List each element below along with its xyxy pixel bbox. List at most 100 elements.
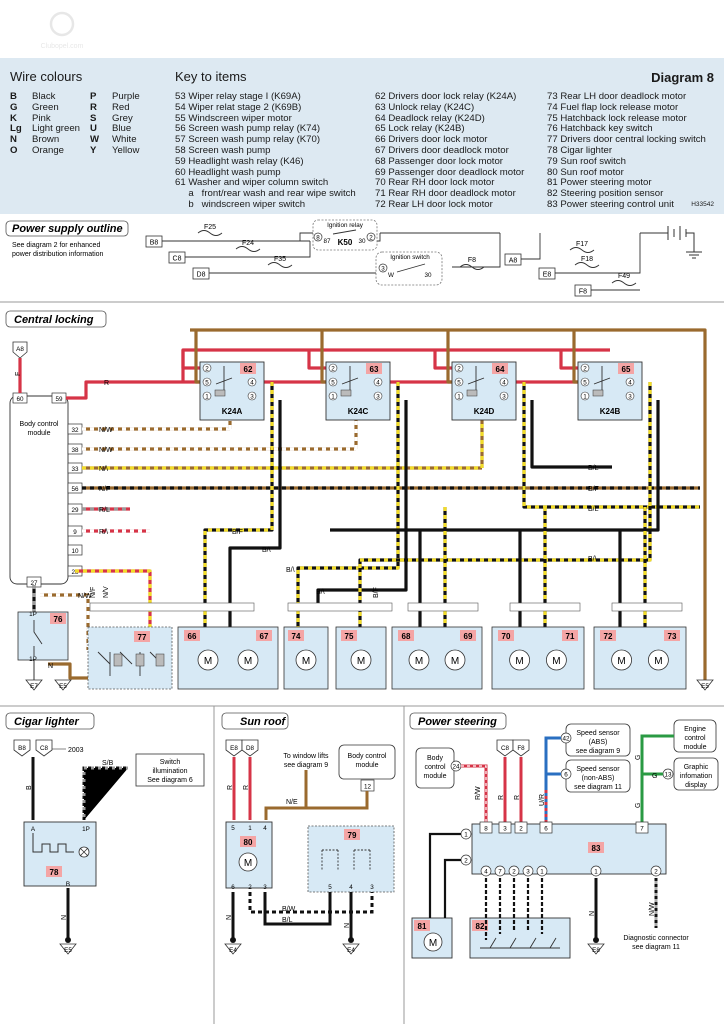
key-item: 66 Drivers door lock motor: [375, 134, 488, 146]
wire-label: F: [15, 372, 22, 376]
svg-text:6: 6: [231, 884, 235, 891]
svg-text:see diagram 9: see diagram 9: [576, 748, 620, 755]
svg-text:R: R: [243, 785, 250, 790]
svg-text:illumination: illumination: [152, 768, 187, 775]
svg-text:1P: 1P: [29, 656, 37, 663]
svg-text:F35: F35: [274, 256, 286, 263]
svg-text:W: W: [388, 272, 394, 279]
motor-symbol: M: [515, 656, 523, 667]
svg-text:Body control: Body control: [20, 421, 59, 428]
svg-text:2: 2: [512, 869, 516, 876]
svg-text:1: 1: [457, 393, 461, 400]
svg-text:F8: F8: [468, 257, 476, 264]
item-number: 69: [464, 632, 473, 641]
svg-text:2: 2: [464, 858, 468, 865]
svg-text:Body: Body: [427, 755, 443, 762]
wire-colour-code: P: [90, 91, 97, 102]
wire-brown-bus: [190, 328, 707, 680]
svg-text:9: 9: [73, 529, 77, 536]
svg-text:F17: F17: [576, 241, 588, 248]
watermark-logo: Clubopel.com: [41, 11, 84, 50]
relay-name: K24A: [222, 407, 243, 416]
battery-symbol: [660, 226, 702, 259]
svg-text:29: 29: [71, 507, 79, 514]
connector-strip-3: [407, 602, 479, 612]
wire-colour-name: Green: [32, 101, 59, 113]
svg-text:6: 6: [544, 826, 548, 833]
power-note-1: See diagram 2 for enhanced: [12, 242, 100, 249]
svg-text:2: 2: [583, 365, 587, 372]
key-item: 58 Screen wash pump: [175, 144, 271, 156]
key-item: 64 Deadlock relay (K24D): [375, 112, 485, 124]
reference-code: H33542: [691, 201, 714, 208]
relay-number: 63: [370, 365, 379, 374]
svg-text:2: 2: [457, 365, 461, 372]
svg-text:C8: C8: [173, 256, 182, 263]
wire-bcm-77: [75, 569, 152, 650]
wire-colour-code: S: [90, 112, 97, 124]
motor-box-75: 75M: [335, 626, 387, 690]
body-control-module-cl: Body control module: [9, 395, 69, 585]
svg-text:N: N: [344, 923, 351, 928]
watermark-text: Clubopel.com: [41, 43, 84, 50]
svg-text:3: 3: [376, 393, 380, 400]
svg-text:87: 87: [323, 238, 331, 245]
key-item: b windscreen wiper switch: [175, 198, 306, 210]
wire-colour-code: R: [90, 101, 97, 113]
svg-text:E5: E5: [64, 947, 72, 954]
svg-text:C8: C8: [501, 745, 510, 752]
svg-text:control: control: [424, 764, 445, 771]
ground-e8: E8: [587, 937, 605, 955]
wire-colour-name: White: [112, 134, 137, 146]
svg-text:See diagram 6: See diagram 6: [147, 777, 193, 784]
svg-text:(ABS): (ABS): [589, 739, 608, 746]
wire-colour-code: U: [90, 123, 97, 135]
wire-colour-name: Pink: [32, 112, 51, 124]
power-note-2: power distribution information: [12, 251, 104, 258]
svg-text:1: 1: [540, 869, 544, 876]
wire-colour-code: Y: [90, 144, 97, 156]
item-number: 73: [668, 632, 677, 641]
ground-e4-right: E4: [342, 937, 360, 955]
wire-label: B/\: [316, 589, 325, 596]
item-82-steering-position-sensor: 82: [469, 917, 571, 959]
svg-text:A: A: [31, 826, 36, 833]
fuse-f24: F24: [235, 240, 261, 252]
wire-colour-name: Light green: [32, 123, 81, 135]
svg-text:R/W: R/W: [475, 786, 482, 800]
key-item: 67 Drivers door deadlock motor: [375, 144, 509, 156]
svg-text:F24: F24: [242, 240, 254, 247]
svg-text:U/R: U/R: [539, 794, 546, 806]
connector-strip-5: [611, 602, 683, 612]
key-title: Key to items: [175, 69, 247, 84]
connector-f8-ps-steer: F8: [512, 739, 530, 757]
wire-label: N/V: [103, 586, 110, 598]
wire-colour-code: W: [90, 134, 100, 146]
svg-text:7: 7: [498, 869, 502, 876]
svg-text:3: 3: [502, 393, 506, 400]
svg-text:To window lifts: To window lifts: [283, 753, 329, 760]
connector-b8-ps: B8: [145, 235, 163, 248]
svg-text:33: 33: [71, 466, 79, 473]
ground-e5-cigar: E5: [59, 937, 77, 955]
connector-d8-sunroof: D8: [241, 739, 259, 757]
connector-c8-cigar: C8: [35, 739, 53, 757]
svg-text:4: 4: [484, 869, 488, 876]
motor-symbol: M: [552, 656, 560, 667]
svg-text:E5: E5: [701, 683, 709, 690]
relay-number: 62: [244, 365, 253, 374]
bcm-pin: 59: [51, 392, 67, 404]
wire-k24b-out1: [358, 382, 652, 650]
svg-text:1: 1: [331, 393, 335, 400]
key-item: 55 Windscreen wiper motor: [175, 112, 292, 124]
item-77-door-switch: 77: [87, 626, 173, 690]
